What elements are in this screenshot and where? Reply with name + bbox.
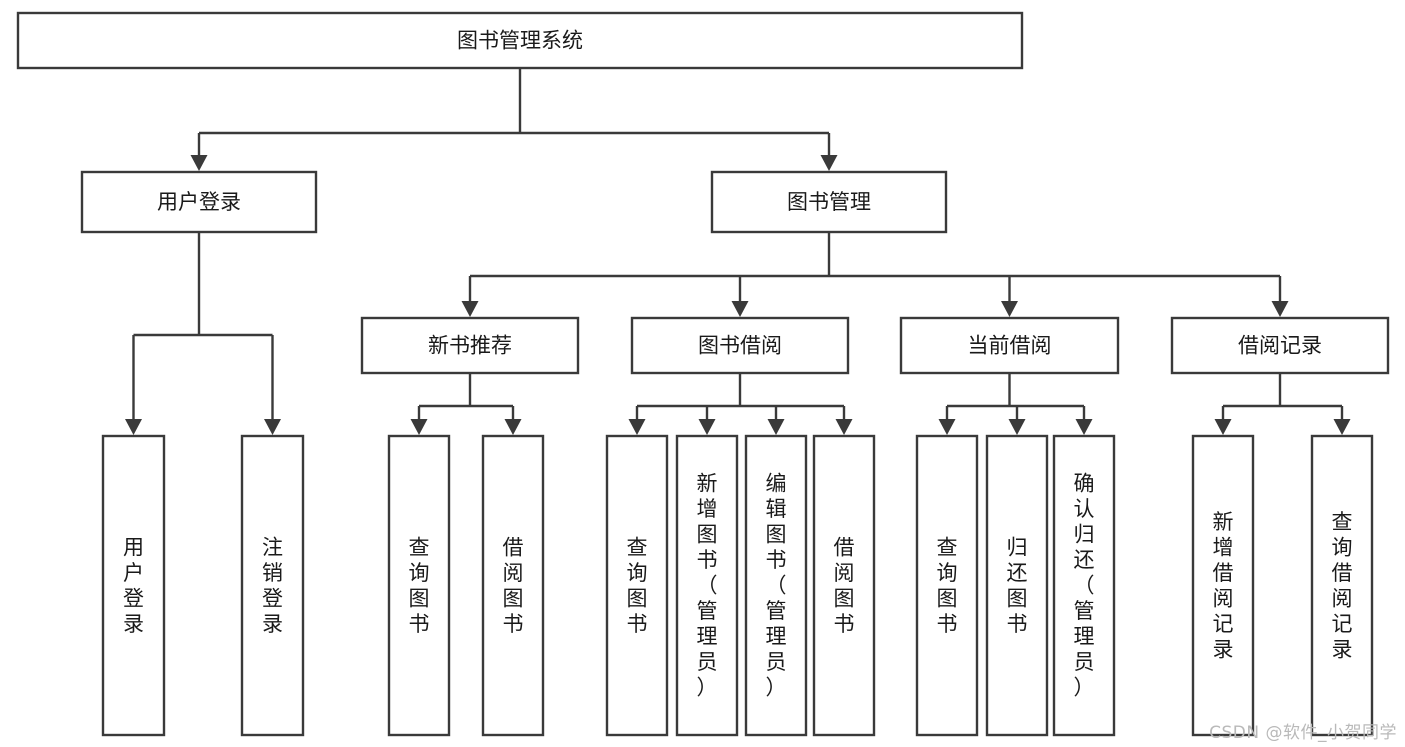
node-leaf-query-record-label: 查询借阅记录 [1332, 510, 1353, 662]
node-root-label: 图书管理系统 [457, 29, 583, 53]
node-new-book-rec-box[interactable] [360, 316, 580, 375]
node-leaf-edit-book[interactable]: 编辑图书（管理员） [744, 434, 808, 737]
arrow-icon-book-manage-1 [731, 301, 749, 317]
node-leaf-add-record[interactable]: 新增借阅记录 [1191, 434, 1255, 737]
arrow-icon-borrow-record-0 [1214, 419, 1232, 435]
arrow-icon-book-borrow-3 [835, 419, 853, 435]
node-leaf-edit-book-box[interactable] [744, 434, 808, 737]
arrow-icon-root-1 [820, 155, 838, 171]
node-leaf-user-login-label: 用户登录 [123, 535, 144, 636]
node-leaf-query-record[interactable]: 查询借阅记录 [1310, 434, 1374, 737]
node-new-book-rec[interactable]: 新书推荐 [360, 316, 580, 375]
node-leaf-confirm-return-label: 确认归还（管理员） [1074, 472, 1095, 700]
node-leaf-borrow-book-rec-label: 借阅图书 [503, 535, 524, 636]
node-user-login-box[interactable] [80, 170, 318, 234]
node-current-borrow[interactable]: 当前借阅 [899, 316, 1120, 375]
node-leaf-user-login[interactable]: 用户登录 [101, 434, 166, 737]
arrow-icon-current-borrow-2 [1075, 419, 1093, 435]
node-leaf-return-book-label: 归还图书 [1007, 535, 1028, 636]
node-leaf-add-record-box[interactable] [1191, 434, 1255, 737]
arrow-icon-user-login-1 [264, 419, 281, 435]
node-book-borrow-label: 图书借阅 [698, 334, 782, 358]
node-leaf-add-record-label: 新增借阅记录 [1213, 510, 1234, 662]
arrow-icon-user-login-0 [125, 419, 142, 435]
nodes-layer: 图书管理系统用户登录图书管理新书推荐图书借阅当前借阅借阅记录用户登录注销登录查询… [16, 11, 1390, 737]
node-user-login-label: 用户登录 [157, 190, 241, 214]
node-leaf-user-login-box[interactable] [101, 434, 166, 737]
node-new-book-rec-label: 新书推荐 [428, 334, 512, 358]
node-leaf-borrow-book-label: 借阅图书 [834, 535, 855, 636]
arrow-icon-root-0 [190, 155, 208, 171]
node-leaf-query-book-borrow[interactable]: 查询图书 [605, 434, 669, 737]
node-leaf-query-book-rec-box[interactable] [387, 434, 451, 737]
node-borrow-record-box[interactable] [1170, 316, 1390, 375]
node-leaf-add-book[interactable]: 新增图书（管理员） [675, 434, 739, 737]
node-book-borrow[interactable]: 图书借阅 [630, 316, 850, 375]
node-leaf-borrow-book-box[interactable] [812, 434, 876, 737]
node-borrow-record[interactable]: 借阅记录 [1170, 316, 1390, 375]
arrow-icon-book-manage-2 [1001, 301, 1018, 317]
csdn-watermark: CSDN @软件_小贺同学 [1209, 723, 1397, 743]
arrow-icon-book-borrow-0 [628, 419, 646, 435]
arrow-icon-current-borrow-1 [1008, 419, 1026, 435]
arrow-icon-book-borrow-1 [698, 419, 716, 435]
node-book-manage-label: 图书管理 [787, 190, 871, 214]
node-book-manage-box[interactable] [710, 170, 948, 234]
connectors-layer [125, 68, 1351, 435]
node-leaf-query-book-rec-label: 查询图书 [409, 535, 430, 636]
node-leaf-return-book[interactable]: 归还图书 [985, 434, 1049, 737]
node-root-box[interactable] [16, 11, 1024, 70]
node-leaf-query-book-borrow-label: 查询图书 [627, 535, 648, 636]
node-leaf-query-book-borrow-box[interactable] [605, 434, 669, 737]
arrow-icon-book-manage-3 [1271, 301, 1289, 317]
node-leaf-return-book-box[interactable] [985, 434, 1049, 737]
node-user-login[interactable]: 用户登录 [80, 170, 318, 234]
node-leaf-borrow-book[interactable]: 借阅图书 [812, 434, 876, 737]
node-leaf-borrow-book-rec[interactable]: 借阅图书 [481, 434, 545, 737]
node-book-borrow-box[interactable] [630, 316, 850, 375]
arrow-icon-new-book-rec-0 [410, 419, 428, 435]
node-leaf-borrow-book-rec-box[interactable] [481, 434, 545, 737]
node-book-manage[interactable]: 图书管理 [710, 170, 948, 234]
node-leaf-edit-book-label: 编辑图书（管理员） [766, 472, 787, 700]
node-leaf-logout-box[interactable] [240, 434, 305, 737]
arrow-icon-borrow-record-1 [1333, 419, 1351, 435]
node-current-borrow-box[interactable] [899, 316, 1120, 375]
node-leaf-add-book-label: 新增图书（管理员） [697, 472, 718, 700]
node-leaf-add-book-box[interactable] [675, 434, 739, 737]
arrow-icon-new-book-rec-1 [504, 419, 522, 435]
node-leaf-query-book-cur[interactable]: 查询图书 [915, 434, 979, 737]
node-leaf-query-book-cur-box[interactable] [915, 434, 979, 737]
arrow-icon-book-borrow-2 [767, 419, 785, 435]
node-leaf-confirm-return[interactable]: 确认归还（管理员） [1052, 434, 1116, 737]
node-current-borrow-label: 当前借阅 [968, 334, 1052, 358]
node-leaf-query-book-rec[interactable]: 查询图书 [387, 434, 451, 737]
node-leaf-confirm-return-box[interactable] [1052, 434, 1116, 737]
node-borrow-record-label: 借阅记录 [1238, 334, 1322, 358]
node-leaf-logout-label: 注销登录 [262, 535, 283, 636]
arrow-icon-current-borrow-0 [938, 419, 956, 435]
arrow-icon-book-manage-0 [461, 301, 479, 317]
node-leaf-logout[interactable]: 注销登录 [240, 434, 305, 737]
node-leaf-query-book-cur-label: 查询图书 [937, 535, 958, 636]
node-root[interactable]: 图书管理系统 [16, 11, 1024, 70]
node-leaf-query-record-box[interactable] [1310, 434, 1374, 737]
